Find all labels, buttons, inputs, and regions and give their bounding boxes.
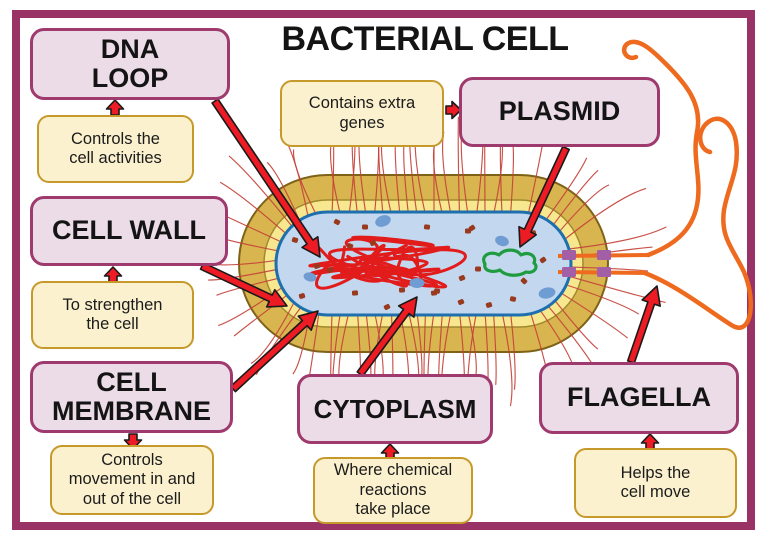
desc-plasmid: Contains extra genes <box>280 80 444 147</box>
poster-frame <box>12 10 755 530</box>
granule-blobs <box>303 215 556 299</box>
label-plasmid: PLASMID <box>459 77 660 147</box>
ribosome-dots <box>291 218 547 311</box>
page-title: BACTERIAL CELL <box>281 20 569 58</box>
desc-dna-loop: Controls the cell activities <box>37 115 194 183</box>
desc-cell-membrane: Controls movement in and out of the cell <box>50 445 214 515</box>
desc-cell-wall: To strengthen the cell <box>31 281 194 349</box>
label-cell-wall: CELL WALL <box>30 196 228 266</box>
plasmid-loop <box>482 248 538 277</box>
flagella-connectors <box>562 250 611 277</box>
label-dna-loop: DNA LOOP <box>30 28 230 100</box>
desc-flagella: Helps the cell move <box>574 448 737 518</box>
label-cell-membrane: CELL MEMBRANE <box>30 361 233 433</box>
label-cytoplasm: CYTOPLASM <box>297 374 493 444</box>
label-flagella: FLAGELLA <box>539 362 739 434</box>
desc-cytoplasm: Where chemical reactions take place <box>313 457 473 524</box>
pointer-arrows <box>103 98 662 460</box>
